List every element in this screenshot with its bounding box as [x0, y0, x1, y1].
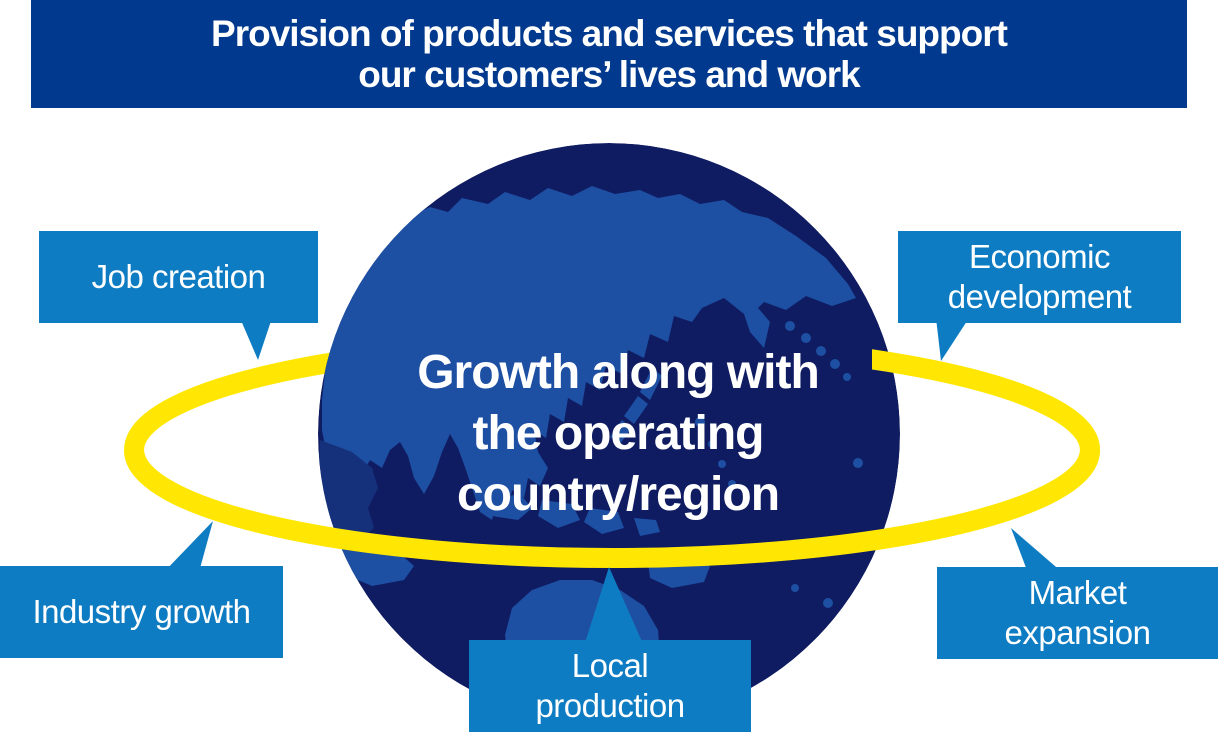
banner-line-1: Provision of products and services that … [211, 13, 1008, 54]
callout-job-creation: Job creation [39, 231, 318, 323]
callout-label-line: development [947, 278, 1132, 315]
callout-label-line: Market [1028, 574, 1127, 611]
pacific-island-dots [695, 417, 863, 608]
callout-industry-growth: Industry growth [0, 566, 283, 658]
header-banner: Provision of products and services that … [31, 0, 1187, 108]
indonesia-islands [486, 494, 660, 536]
callout-tail-local-production [584, 567, 644, 646]
callout-label: Job creation [91, 258, 266, 295]
callout-economic-development: Economic development [898, 231, 1181, 323]
callout-label-line: Economic [969, 238, 1110, 275]
callout-label-line: Local [571, 647, 649, 684]
continent-eurasia [322, 186, 856, 520]
callout-tail-job-creation [240, 318, 272, 360]
globe-label-line-3: country/region [456, 468, 780, 521]
globe-label-line-2: the operating [472, 407, 764, 460]
globe-label: Growth along with the operating country/… [388, 342, 848, 525]
callout-tail-industry-growth [164, 521, 213, 572]
callout-local-production: Local production [469, 640, 751, 732]
callout-tail-market-expansion [1011, 528, 1063, 573]
callout-market-expansion: Market expansion [937, 567, 1218, 659]
japan-islands [610, 368, 662, 444]
globe [318, 143, 900, 725]
callout-label-line: expansion [1004, 614, 1151, 651]
callout-label: Industry growth [32, 593, 251, 630]
kuril-islands [753, 229, 851, 381]
callout-tail-economic-development [936, 318, 969, 361]
globe-label-line-1: Growth along with [417, 346, 820, 399]
banner-line-2: our customers’ lives and work [358, 54, 861, 95]
callout-label-line: production [535, 687, 685, 724]
